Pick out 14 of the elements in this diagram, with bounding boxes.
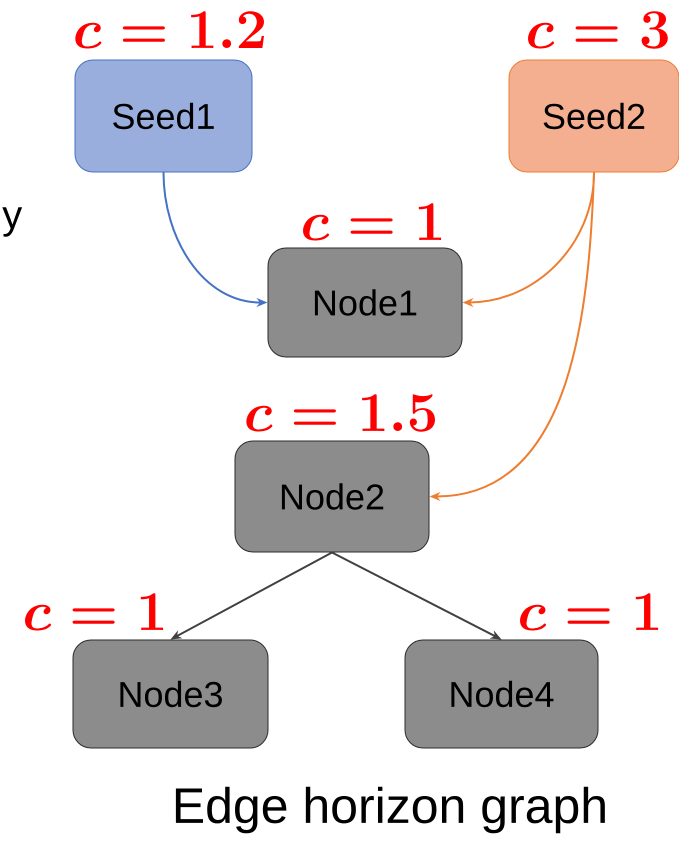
node-box: Node3: [72, 640, 268, 748]
value-label: $c = \mathbf{1.2}$: [75, 11, 264, 48]
value-label: $c = \mathbf{3}$: [528, 11, 668, 49]
text-fragment: y: [2, 207, 22, 237]
value-label: $c = \mathbf{1.5}$: [246, 394, 435, 432]
node-box: Node1: [268, 248, 462, 358]
seed-box: Seed1: [74, 59, 252, 172]
node-box: Node4: [404, 640, 598, 748]
seed-box: Seed2: [508, 59, 679, 172]
caption: Edge horizon graph: [176, 786, 605, 834]
value-label: $c = \mathbf{1}$: [25, 593, 164, 630]
node-box: Node2: [234, 440, 430, 552]
value-label: $c = \mathbf{1}$: [303, 203, 442, 240]
value-label: $c = \mathbf{1}$: [520, 593, 658, 630]
